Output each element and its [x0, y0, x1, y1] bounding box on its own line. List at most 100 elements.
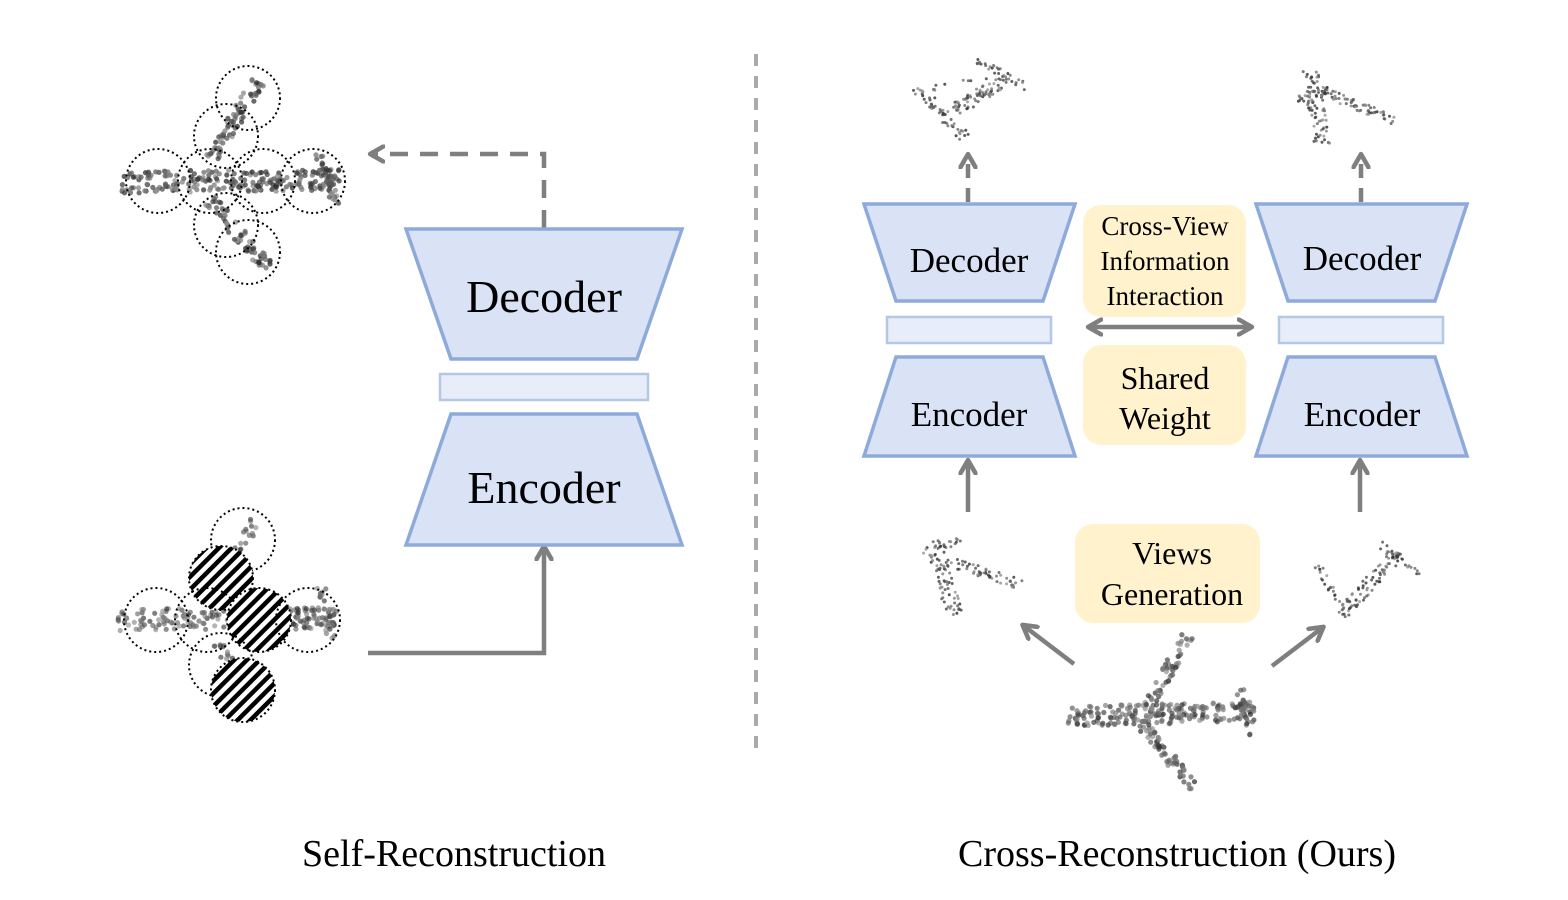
point — [247, 516, 254, 522]
point — [1183, 636, 1189, 642]
reconstructed-view-1 — [912, 58, 1026, 141]
point — [1002, 74, 1006, 78]
point — [956, 594, 959, 598]
point — [1323, 92, 1327, 96]
point — [188, 620, 194, 626]
point — [952, 122, 956, 126]
point — [1323, 113, 1327, 117]
point — [937, 558, 941, 562]
point — [242, 228, 248, 234]
point — [293, 622, 299, 628]
point — [1234, 692, 1240, 698]
point — [1154, 698, 1160, 704]
point — [260, 252, 266, 258]
point — [971, 563, 975, 567]
point — [976, 573, 980, 577]
point — [1307, 99, 1311, 103]
point — [145, 172, 151, 178]
decoder-label: Decoder — [910, 241, 1029, 280]
point — [320, 161, 326, 167]
point — [1147, 714, 1153, 720]
point — [1152, 730, 1158, 736]
point — [992, 82, 996, 86]
point — [1169, 710, 1175, 716]
point — [999, 581, 1003, 585]
point — [949, 540, 953, 544]
point — [986, 88, 990, 92]
point — [1179, 712, 1185, 719]
point — [1166, 678, 1172, 684]
point — [1215, 707, 1221, 713]
point — [941, 572, 945, 576]
point — [1378, 576, 1381, 580]
point — [1381, 540, 1385, 544]
point — [956, 127, 960, 131]
point — [1081, 710, 1087, 716]
point — [1176, 660, 1182, 666]
generation-arrow-right — [1270, 628, 1322, 668]
point — [252, 250, 258, 256]
point — [180, 623, 187, 629]
point — [999, 573, 1003, 577]
point — [328, 173, 334, 179]
point — [938, 545, 942, 549]
point — [1361, 103, 1365, 107]
point — [169, 185, 175, 191]
point — [1394, 564, 1398, 568]
output-arrow — [372, 154, 547, 228]
point — [284, 174, 290, 181]
views-generation-note: Views Generation — [1075, 524, 1260, 623]
point — [964, 128, 968, 132]
point — [1321, 566, 1325, 570]
point — [249, 77, 255, 83]
point — [1350, 592, 1354, 596]
point — [1310, 98, 1314, 102]
point — [216, 145, 222, 151]
point — [968, 94, 972, 98]
point — [1413, 566, 1417, 570]
point — [987, 67, 991, 71]
point — [1108, 715, 1114, 721]
point — [238, 546, 244, 552]
point — [1386, 550, 1390, 554]
point — [1379, 111, 1383, 114]
point — [248, 91, 254, 97]
point — [138, 617, 144, 623]
point — [955, 558, 959, 561]
point — [942, 600, 946, 604]
point — [165, 169, 171, 175]
point — [1350, 604, 1354, 608]
point — [1333, 94, 1337, 98]
point — [1391, 555, 1395, 559]
point — [984, 568, 988, 572]
point — [1337, 610, 1341, 614]
point — [301, 617, 307, 624]
point — [956, 604, 960, 608]
point — [1158, 690, 1164, 697]
decoder-block-left: Decoder — [861, 202, 1078, 303]
point — [1320, 94, 1324, 98]
reconstructed-airplane-point-cloud — [119, 77, 342, 271]
point — [1383, 572, 1387, 576]
point — [162, 173, 168, 179]
point — [975, 62, 979, 66]
point — [225, 115, 231, 121]
point — [317, 185, 323, 191]
point — [934, 544, 938, 548]
point — [1324, 129, 1328, 133]
latent-bar-right — [1277, 315, 1445, 345]
point — [1202, 705, 1208, 711]
point — [995, 574, 998, 578]
point — [975, 87, 978, 91]
point — [1164, 759, 1170, 765]
point — [1347, 607, 1351, 611]
point — [139, 607, 145, 613]
point — [1191, 779, 1198, 785]
point — [965, 567, 969, 571]
point — [1305, 75, 1308, 79]
point — [1333, 90, 1337, 94]
point — [1317, 564, 1321, 568]
point — [1189, 636, 1195, 642]
view-1-point-cloud — [922, 537, 1024, 616]
point — [1297, 94, 1301, 98]
